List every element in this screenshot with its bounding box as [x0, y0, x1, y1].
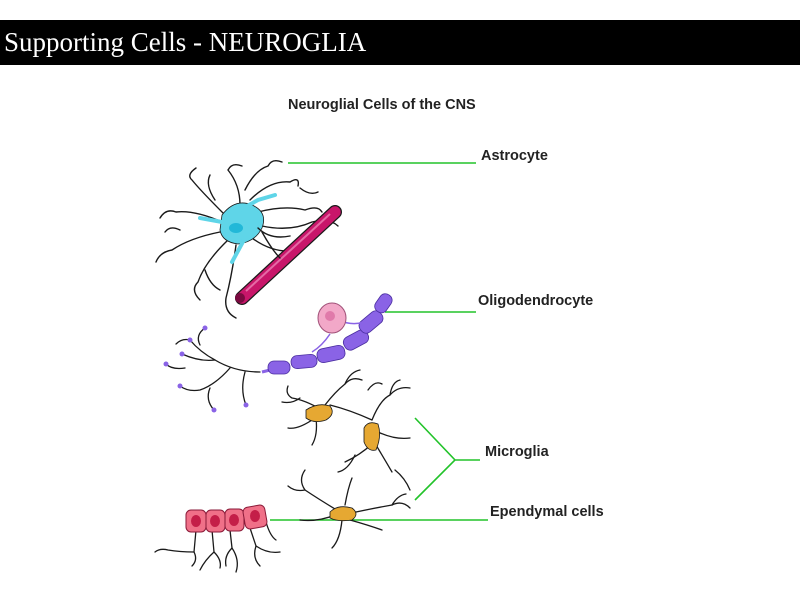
microglia-cell-3 — [329, 506, 357, 522]
figure-heading: Neuroglial Cells of the CNS — [288, 97, 476, 113]
ependymal-illustration — [154, 504, 281, 573]
astrocyte-nucleus — [229, 223, 243, 233]
astrocyte-body — [219, 202, 265, 245]
label-astrocyte: Astrocyte — [481, 148, 548, 164]
microglia-illustration — [281, 369, 411, 549]
leader-lines — [270, 162, 488, 521]
microglia-cell-1 — [305, 404, 333, 422]
slide-title: Supporting Cells - NEUROGLIA — [0, 20, 800, 65]
oligodendrocyte-illustration — [163, 293, 393, 413]
microglia-cell-2 — [363, 422, 380, 451]
microglia-bracket — [414, 417, 480, 501]
label-oligodendrocyte: Oligodendrocyte — [478, 293, 593, 309]
label-ependymal: Ependymal cells — [490, 504, 604, 520]
astrocyte-illustration — [155, 159, 342, 319]
label-microglia: Microglia — [485, 444, 550, 460]
